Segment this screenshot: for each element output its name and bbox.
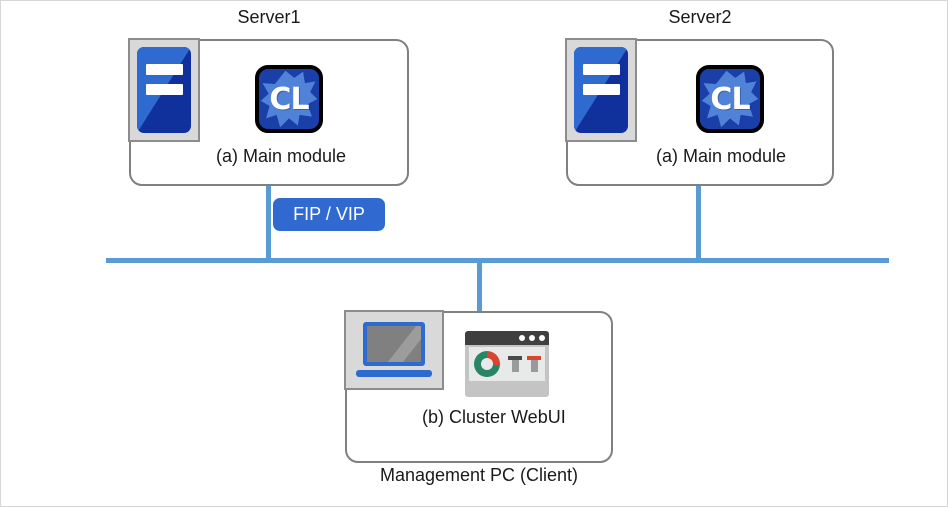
server2-module-label: (a) Main module xyxy=(656,146,787,166)
client-title: Management PC (Client) xyxy=(379,465,579,485)
client-box: (b) Cluster WebUI xyxy=(344,310,613,463)
server2-connector-line xyxy=(696,185,701,260)
server2-box: CL (a) Main module xyxy=(565,38,834,186)
server1-connector-line xyxy=(266,185,271,260)
cl-logo-text: CL xyxy=(710,81,750,117)
client-module-label: (b) Cluster WebUI xyxy=(422,407,566,427)
server-machine-icon xyxy=(565,38,637,142)
fip-vip-badge: FIP / VIP xyxy=(273,198,385,231)
server1-box: CL (a) Main module xyxy=(128,38,409,186)
cl-logo-text: CL xyxy=(269,81,309,117)
server1-title: Server1 xyxy=(237,7,301,27)
donut-chart-icon xyxy=(474,351,500,377)
client-connector-line xyxy=(477,261,482,313)
browser-window-icon xyxy=(465,331,549,397)
server2-title: Server2 xyxy=(668,7,732,27)
cl-logo-icon: CL xyxy=(255,65,323,133)
cl-logo-icon: CL xyxy=(696,65,764,133)
fip-vip-badge-label: FIP / VIP xyxy=(293,204,365,224)
server-machine-icon xyxy=(128,38,200,142)
server1-module-label: (a) Main module xyxy=(216,146,347,166)
laptop-icon xyxy=(344,310,444,390)
network-bus-line xyxy=(106,258,889,263)
